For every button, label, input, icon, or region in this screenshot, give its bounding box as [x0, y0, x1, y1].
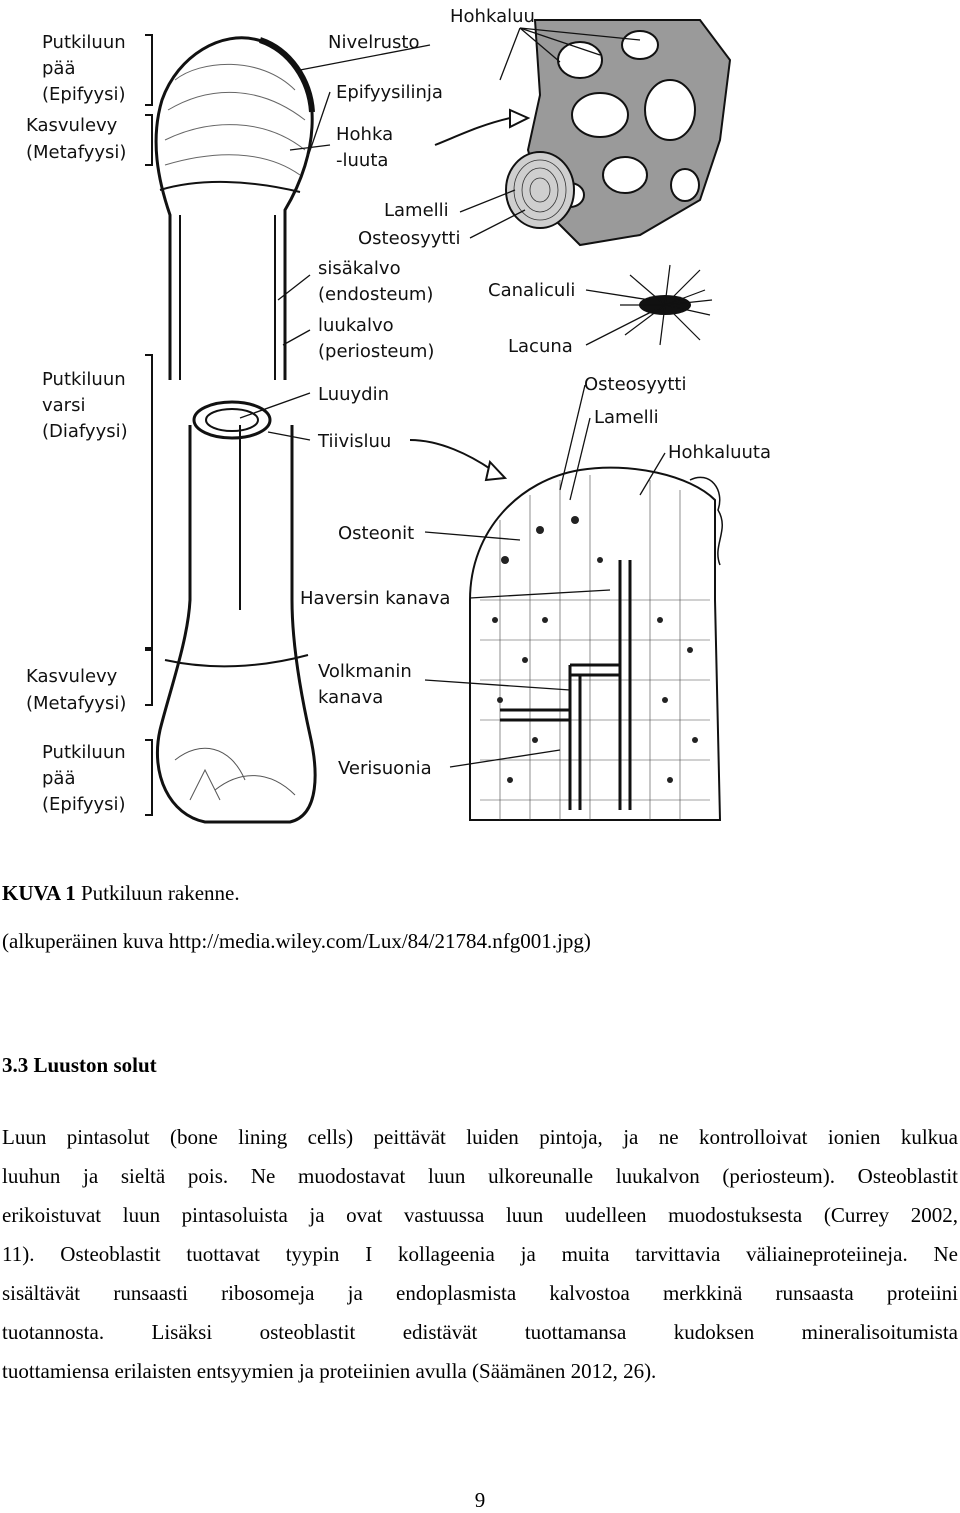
body-line-2: luuhun ja sieltä pois. Ne muodostavat lu…: [2, 1164, 958, 1188]
label-haversin-kanava: Haversin kanava: [300, 588, 450, 609]
label-luukalvo-1: luukalvo: [318, 315, 394, 336]
body-line-3: erikoistuvat luun pintasoluista ja ovat …: [2, 1203, 958, 1227]
lower-bone-drawing: [155, 400, 317, 824]
label-lamelli-right: Lamelli: [594, 407, 659, 428]
label-kasvulevy-bottom-2: (Metafyysi): [26, 693, 126, 714]
label-putkiluun-paa-bottom-1: Putkiluun: [42, 742, 126, 763]
label-kasvulevy-top-1: Kasvulevy: [26, 115, 118, 136]
label-putkiluun-paa-top-1: Putkiluun: [42, 32, 126, 53]
label-putkiluun-paa-top-2: pää: [42, 58, 76, 79]
trabecular-bone-drawing: [505, 19, 732, 247]
body-line-6: tuotannosta. Lisäksi osteoblastit edistä…: [2, 1320, 958, 1344]
caption-source: (alkuperäinen kuva http://media.wiley.co…: [2, 929, 591, 953]
label-volkmanin-kanava-1: Volkmanin: [318, 661, 412, 682]
label-kasvulevy-top-2: (Metafyysi): [26, 142, 126, 163]
label-osteonit: Osteonit: [338, 523, 414, 544]
label-sisakalvo-1: sisäkalvo: [318, 258, 401, 279]
label-volkmanin-kanava-2: kanava: [318, 687, 383, 708]
caption-title: Putkiluun rakenne.: [75, 881, 240, 905]
label-luukalvo-2: (periosteum): [318, 341, 434, 362]
label-putkiluun-varsi-3: (Diafyysi): [42, 421, 128, 442]
body-line-1: Luun pintasolut (bone lining cells) peit…: [2, 1125, 958, 1149]
label-putkiluun-paa-bottom-3: (Epifyysi): [42, 794, 126, 815]
osteocyte-drawing: [620, 264, 713, 346]
left-brackets: [145, 34, 153, 816]
label-hohkaluuta: Hohkaluuta: [668, 442, 771, 463]
pointer-arrows: [409, 108, 531, 482]
label-lamelli-top: Lamelli: [384, 200, 449, 221]
upper-bone-drawing: [154, 36, 315, 380]
body-line-5: sisältävät runsaasti ribosomeja ja endop…: [2, 1281, 958, 1305]
label-osteosyytti-right: Osteosyytti: [584, 374, 687, 395]
page-number: 9: [474, 1488, 486, 1512]
label-putkiluun-paa-top-3: (Epifyysi): [42, 84, 126, 105]
cortical-bone-drawing: [469, 466, 723, 821]
label-putkiluun-varsi-2: varsi: [42, 395, 85, 416]
label-kasvulevy-bottom-1: Kasvulevy: [26, 666, 118, 687]
label-lacuna: Lacuna: [508, 336, 573, 357]
figure-caption: KUVA 1 Putkiluun rakenne.: [2, 880, 240, 906]
label-tiivisluu: Tiivisluu: [317, 431, 391, 452]
caption-label: KUVA 1: [2, 881, 76, 905]
label-hohkaluu: Hohkaluu: [450, 6, 535, 27]
label-sisakalvo-2: (endosteum): [318, 284, 433, 305]
bone-structure-figure: Hohkaluu Putkiluun pää (Epifyysi) Kasvul…: [26, 6, 771, 824]
label-verisuonia: Verisuonia: [338, 758, 432, 779]
label-putkiluun-varsi-1: Putkiluun: [42, 369, 126, 390]
label-canaliculi: Canaliculi: [488, 280, 575, 301]
label-epifyysilinja: Epifyysilinja: [336, 82, 443, 103]
body-line-7: tuottamiensa erilaisten entsyymien ja pr…: [2, 1359, 657, 1383]
label-osteosyytti-top: Osteosyytti: [358, 228, 461, 249]
section-heading: 3.3 Luuston solut: [2, 1053, 157, 1077]
body-line-4: 11). Osteoblastit tuottavat tyypin I kol…: [2, 1242, 958, 1266]
label-nivelrusto: Nivelrusto: [328, 32, 419, 53]
label-hohka-luuta-1: Hohka: [336, 124, 393, 145]
label-hohka-luuta-2: -luuta: [336, 150, 388, 171]
label-putkiluun-paa-bottom-2: pää: [42, 768, 76, 789]
label-luuydin: Luuydin: [318, 384, 389, 405]
leader-lines: [239, 27, 666, 768]
figure-labels: Hohkaluu Putkiluun pää (Epifyysi) Kasvul…: [26, 6, 771, 815]
